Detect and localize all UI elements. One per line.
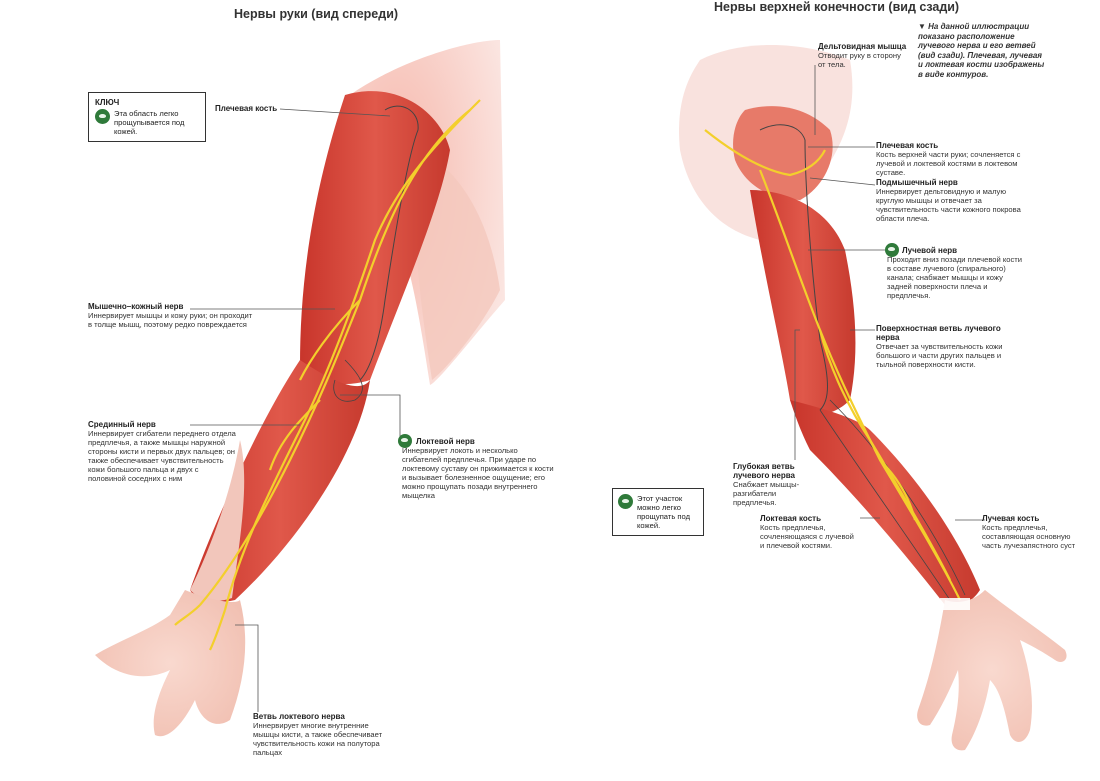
left-key-heading: КЛЮЧ (95, 98, 120, 107)
label-superficial-radial-branch: Поверхностная ветвь лучевого нерва Отвеч… (876, 324, 1003, 369)
right-key-text: Этот участок можно легко прощупать под к… (637, 494, 691, 530)
label-ulna: Локтевая кость Кость предплечья, сочленя… (760, 514, 854, 550)
label-median-nerve: Срединный нерв Иннервирует сгибатели пер… (88, 420, 236, 483)
label-deep-radial-branch: Глубокая ветвь лучевого нерва Снабжает м… (733, 462, 800, 507)
label-humerus-front: Плечевая кость (215, 104, 278, 113)
right-panel-title: Нервы верхней конечности (вид сзади) (714, 0, 960, 14)
left-key-text: Эта область легко прощупывается под коже… (114, 109, 185, 136)
left-arm-front (95, 40, 505, 737)
ulnar-nerve-palpable-icon (398, 434, 412, 448)
label-ulnar-nerve: Локтевой нерв Иннервирует локоть и неско… (402, 437, 554, 500)
radial-nerve-palpable-icon (885, 243, 899, 257)
left-panel-title: Нервы руки (вид спереди) (234, 7, 399, 21)
palpable-area-icon (95, 109, 110, 124)
label-axillary-nerve: Подмышечный нерв Иннервирует дельтовидну… (876, 178, 1021, 223)
palpable-area-icon (618, 494, 633, 509)
note-triangle-icon: ▼ (918, 22, 929, 31)
right-panel-note: ▼ На данной иллюстрации показано располо… (918, 22, 1045, 79)
label-musculocutaneous-nerve: Мышечно–кожный нерв Иннервирует мышцы и … (88, 302, 253, 329)
right-arm-back (679, 45, 1067, 751)
left-key-box: КЛЮЧ Эта область легко прощупывается под… (88, 92, 206, 142)
label-deltoid: Дельтовидная мышца Отводит руку в сторон… (818, 42, 907, 69)
label-ulnar-nerve-branch: Ветвь локтевого нерва Иннервирует многие… (253, 712, 383, 757)
leader-lines (190, 65, 985, 712)
label-radius: Лучевая кость Кость предплечья, составля… (982, 514, 1076, 550)
label-humerus-back: Плечевая кость Кость верхней части руки;… (876, 141, 1021, 177)
label-radial-nerve: Лучевой нерв Проходит вниз позади плечев… (887, 246, 1023, 300)
right-key-box: Этот участок можно легко прощупать под к… (612, 488, 704, 536)
